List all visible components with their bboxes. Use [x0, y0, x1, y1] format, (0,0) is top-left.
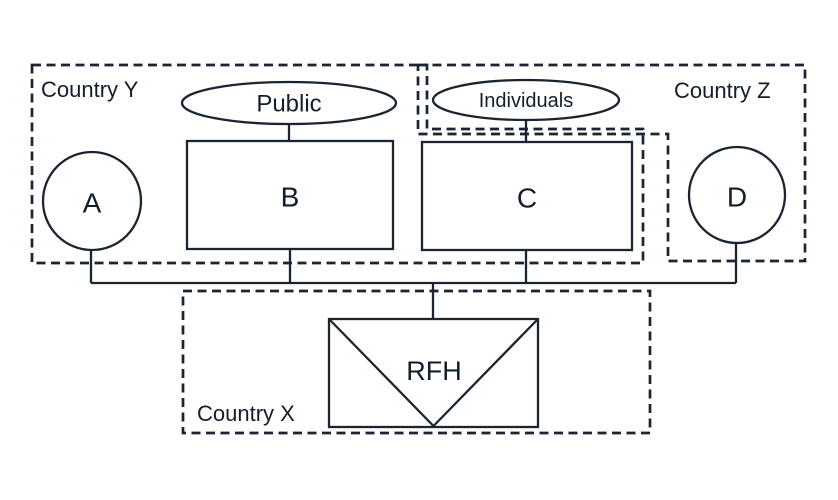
rfh-diagonal-left [329, 319, 435, 427]
node-a-label: A [83, 188, 102, 219]
node-public-ellipse [180, 80, 398, 126]
region-country-z-label: Country Z [674, 78, 771, 103]
node-c-label: C [517, 183, 537, 214]
node-rfh-envelope: RFH [327, 317, 540, 429]
rfh-diagonal-right [432, 319, 538, 427]
node-individuals-ellipse [431, 78, 621, 122]
region-country-y-label: Country Y [41, 77, 139, 102]
node-individuals-label: Individuals [479, 90, 574, 112]
region-country-x-outline [181, 289, 652, 435]
node-rfh-rect [327, 317, 540, 429]
node-public-label: Public [256, 91, 321, 118]
region-country-x-label: Country X [197, 401, 295, 426]
node-d-label: D [727, 182, 747, 213]
node-rfh-label: RFH [406, 356, 462, 386]
node-d-circle [687, 145, 787, 245]
node-b-rect [185, 139, 395, 251]
node-c-rect [420, 140, 634, 252]
node-a-circle [41, 150, 143, 252]
node-b-label: B [281, 182, 300, 213]
